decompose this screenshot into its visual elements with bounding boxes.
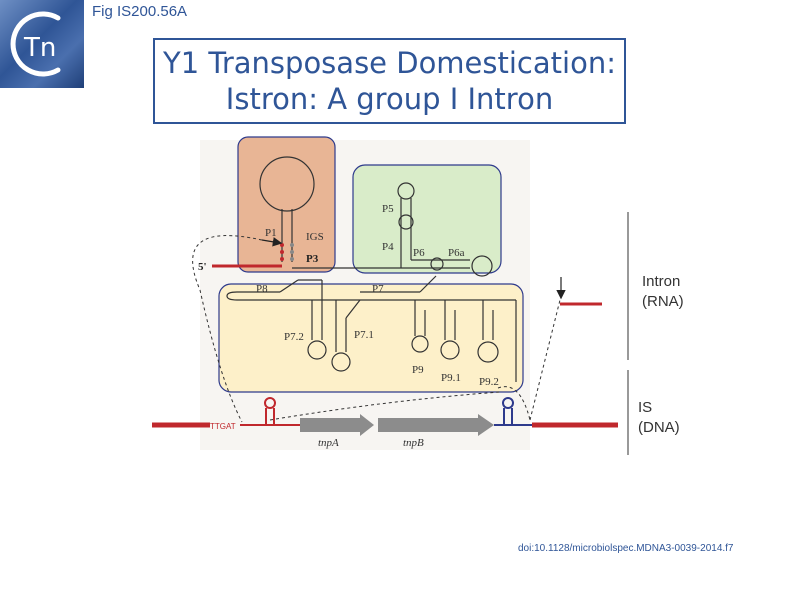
p7-1-label: P7.1 [354,329,374,341]
p9-label: P9 [412,364,424,376]
p5-label: P5 [382,203,394,215]
p7-label: P7 [372,283,384,295]
right-hairpin-icon [502,397,514,425]
p1-arrow [261,237,283,247]
tnpA-label: tnpA [318,437,339,449]
figure-label: Fig IS200.56A [92,3,188,20]
p6a-label: P6a [448,247,465,259]
is-label: IS [638,399,652,416]
tnpA-gene-arrow [300,414,374,436]
p4-p6-box [352,164,502,274]
core-domain [226,275,517,382]
rna-label: (RNA) [642,293,684,310]
left-hairpin-icon [264,397,276,425]
core-box [218,283,524,393]
intron-label: Intron [642,273,680,290]
p3-label: P3 [306,253,319,265]
tn-logo: Tn [0,0,84,88]
doi-citation: doi:10.1128/microbiolspec.MDNA3-0039-201… [518,543,734,554]
igs-label: IGS [306,231,324,243]
tn-logo-graphic: Tn [10,11,61,77]
dashed-insertion-lines [192,235,561,423]
dna-label: (DNA) [638,419,680,436]
p9-1-label: P9.1 [441,372,461,384]
five-prime-label: 5' [198,261,207,273]
p8-label: P8 [256,283,268,295]
tnpB-gene-arrow [378,414,494,436]
p6-label: P6 [413,247,425,259]
logo-text: Tn [23,33,56,63]
title-box: Y1 Transposase Domestication: Istron: A … [153,38,626,124]
title-line-2: Istron: A group I Intron [225,82,554,116]
p4-label: P4 [382,241,394,253]
tnpB-label: tnpB [403,437,424,449]
p7-2-label: P7.2 [284,331,304,343]
p9-2-label: P9.2 [479,376,499,388]
p4-p6-domain [397,182,493,277]
title-line-1: Y1 Transposase Domestication: [163,46,616,80]
p1-label: P1 [265,227,277,239]
ttgat-label: TTGAT [210,422,236,431]
